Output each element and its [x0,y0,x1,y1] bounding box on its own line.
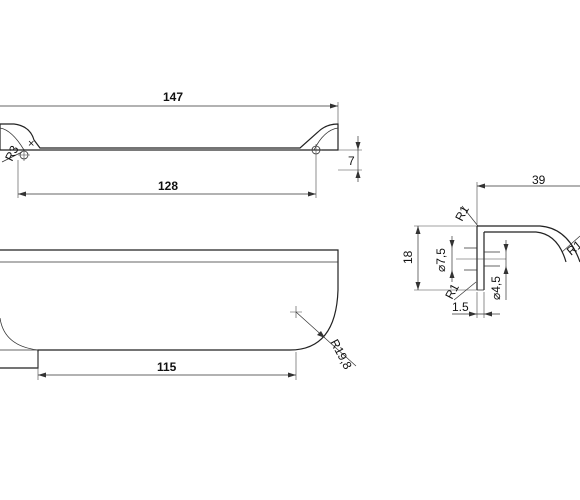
d75-label: ⌀7,5 [434,248,448,272]
d75-arrow-top [449,240,455,248]
front-view-outline [0,249,339,369]
dim-128-arrow-right [308,191,316,197]
dim-115-arrow-right [288,372,296,378]
dim-18-arrow-bottom [415,282,421,290]
top-view-outline [0,123,339,151]
r1-top-leader [461,205,479,227]
r1-outer-leader [561,235,580,253]
dim-18-arrow-top [415,226,421,234]
dim-115-label: 115 [157,360,177,374]
r19-arrow [317,331,325,338]
right-hole-center [310,144,322,156]
top-view-left-end [0,127,25,151]
side-view: 39 18 R1 R1 R1 ⌀7,5 ⌀4,5 1.5 [401,173,580,318]
front-view-inner-curve [0,317,39,351]
dim-15-label: 1.5 [452,300,469,314]
d45-arrow-bottom [503,266,509,274]
r3-leader [1,151,23,163]
r19-leader [295,311,357,367]
small-bore-lines [484,251,500,267]
large-bore-lines [464,247,477,271]
dim-7-arrow-bottom [355,170,361,178]
dim-147-arrow-right [330,103,338,109]
r3-label: R3 [2,143,22,163]
dim-7-arrow-top [355,142,361,150]
front-view: 115 R19,8 [0,249,357,380]
r1-bottom-label: R1 [442,281,462,301]
top-view: × 147 128 R3 7 [0,90,362,198]
d45-arrow-top [503,244,509,252]
r1-top-label: R1 [452,203,472,223]
side-profile-outer [477,225,580,263]
cross-mark: × [28,138,34,150]
dim-147-label: 147 [163,90,183,104]
dim-39-arrow-left [477,183,485,189]
side-profile-wall [476,226,485,290]
d45-label: ⌀4,5 [489,276,503,300]
dim-15-arrow-right [484,311,492,317]
r19-label: R19,8 [327,337,355,372]
dim-7-label: 7 [348,154,355,168]
dim-15-arrow-left [469,311,477,317]
dim-18-label: 18 [401,250,415,264]
side-profile-inner [484,231,567,263]
dim-128-arrow-left [18,191,26,197]
dim-128-label: 128 [158,179,178,193]
dim-39-label: 39 [532,173,546,187]
dim-115-arrow-left [38,372,46,378]
left-hole-center [18,149,30,161]
r1-bottom-leader [453,281,477,301]
d75-arrow-bottom [449,270,455,278]
